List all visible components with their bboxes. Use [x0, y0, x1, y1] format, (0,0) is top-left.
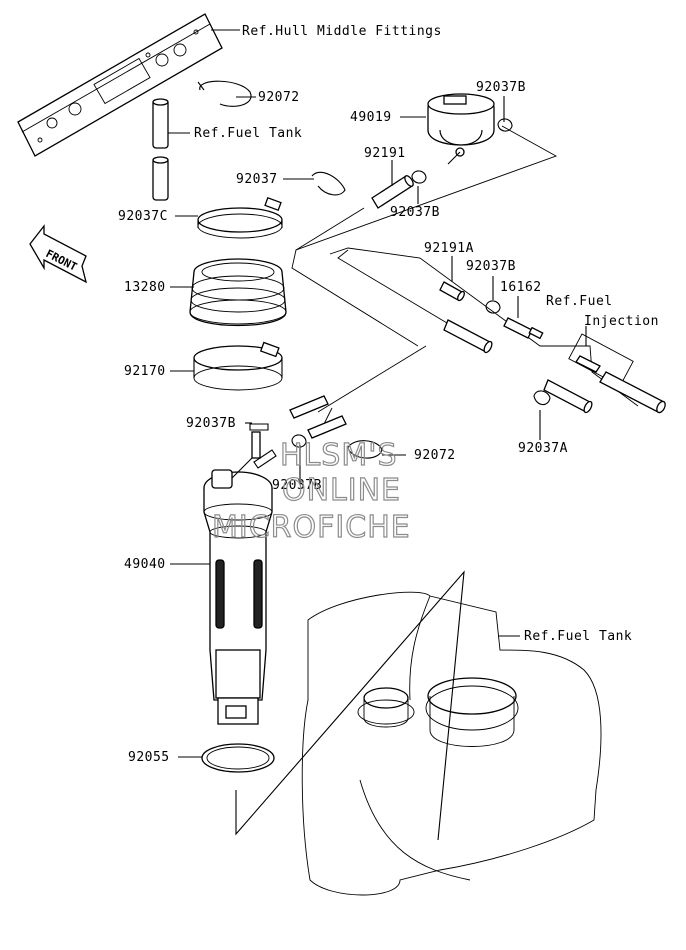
label-ref-fuel: Ref.Fuel [546, 294, 613, 309]
hose-92191a [439, 281, 465, 302]
connector-16162 [503, 317, 544, 340]
bellows-13280 [189, 258, 287, 327]
band-clamp-92170 [193, 341, 283, 391]
label-92037b-left: 92037B [186, 416, 236, 431]
hose-vertical [152, 98, 169, 201]
hose-middle-segment [443, 319, 493, 354]
clamp-92072-top [197, 80, 252, 107]
label-16162: 16162 [500, 280, 542, 295]
hose-lower-right [543, 379, 593, 414]
band-clamp-92037c [197, 197, 283, 239]
label-92072-top: 92072 [258, 90, 300, 105]
label-92191: 92191 [364, 146, 406, 161]
hose-routing [291, 125, 639, 437]
label-injection: Injection [584, 314, 659, 329]
front-direction-arrow: FRONT [29, 224, 87, 284]
label-ref-fuel-tank-top: Ref.Fuel Tank [194, 126, 302, 141]
label-92037b-under: 92037B [390, 205, 440, 220]
clamp-92037 [311, 171, 346, 196]
label-49040: 49040 [124, 557, 166, 572]
clamp-92037b-right [485, 300, 501, 314]
fuel-tank [301, 591, 602, 896]
clamp-92037b-under [411, 170, 427, 184]
label-92037b-top: 92037B [476, 80, 526, 95]
label-92191a: 92191A [424, 241, 474, 256]
clamp-92037b-top [497, 118, 513, 132]
label-ref-hull-middle-fittings: Ref.Hull Middle Fittings [242, 24, 442, 39]
label-13280: 13280 [124, 280, 166, 295]
label-92037c: 92037C [118, 209, 168, 224]
filter-49019 [427, 93, 495, 165]
watermark-line-2: ONLINE [282, 473, 401, 508]
fuel-pump-49040 [203, 431, 273, 725]
small-clamps-center [249, 423, 383, 469]
hull-fitting-plate [17, 13, 223, 157]
label-92037b-center: 92037B [272, 478, 322, 493]
label-92037: 92037 [236, 172, 278, 187]
watermark-line-3: MICROFICHE [212, 510, 411, 545]
label-92055: 92055 [128, 750, 170, 765]
hoses-center-left [289, 395, 347, 439]
clamp-92037a [533, 390, 551, 406]
injection-fitting [568, 333, 666, 414]
label-ref-fuel-tank-bottom: Ref.Fuel Tank [524, 629, 632, 644]
label-49019: 49019 [350, 110, 392, 125]
label-92072-mid: 92072 [414, 448, 456, 463]
oring-92055 [201, 743, 275, 773]
label-92037a: 92037A [518, 441, 568, 456]
hose-92191 [371, 175, 414, 209]
label-92170: 92170 [124, 364, 166, 379]
watermark: HLSM'S ONLINE MICROFICHE [211, 437, 411, 545]
watermark-line-1: HLSM'S [280, 438, 398, 473]
label-92037b-right: 92037B [466, 259, 516, 274]
leader-lines [168, 29, 587, 841]
